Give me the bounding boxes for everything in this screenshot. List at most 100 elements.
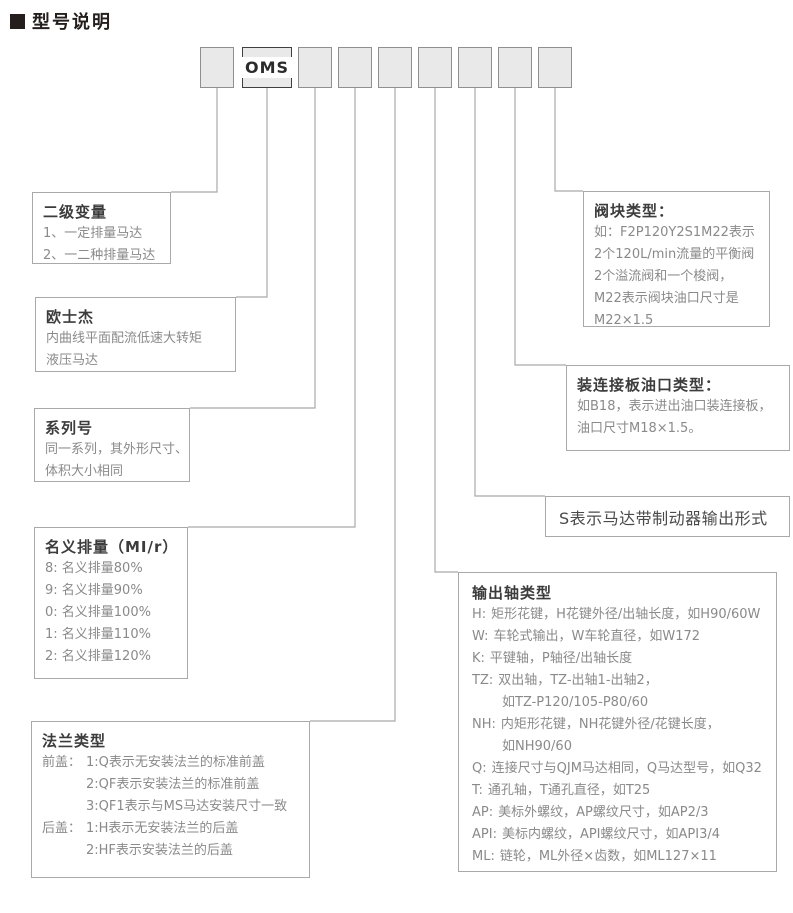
callout-valve-block: 阀块类型： 如：F2P120Y2S1M22表示 2个120L/min流量的平衡阀… xyxy=(583,191,770,328)
line-text: 2:QF表示安装法兰的标准前盖 xyxy=(86,777,260,792)
section-header: 型号说明 xyxy=(10,8,112,34)
line-key: K: xyxy=(472,651,485,666)
text-line: 同一系列，其外形尺寸、 xyxy=(45,442,189,457)
text-line: 2:QF表示安装法兰的标准前盖 xyxy=(42,774,303,796)
line-text: 1:Q表示无安装法兰的标准前盖 xyxy=(86,755,265,770)
text-line: 2: 名义排量120% xyxy=(45,649,151,664)
text-line: API: 美标内螺纹，API螺纹尺寸，如API3/4 xyxy=(472,824,770,846)
line-text: 双出轴，TZ-出轴1-出轴2， xyxy=(498,673,658,688)
callout-title: 装连接板油口类型： xyxy=(577,376,722,394)
line-key: API: xyxy=(472,827,497,842)
line-label: 前盖： xyxy=(42,755,82,770)
text-line: K: 平键轴，P轴径/出轴长度 xyxy=(472,648,770,670)
line-text: 平键轴，P轴径/出轴长度 xyxy=(489,651,633,666)
line-text: 矩形花键，H花键外径/出轴长度，如H90/60W xyxy=(491,607,761,622)
code-box-3 xyxy=(298,47,332,88)
callout-title: 法兰类型 xyxy=(42,732,107,750)
callout-secondary-variable: 二级变量 1、一定排量马达 2、一二种排量马达 xyxy=(32,192,171,264)
code-box-6 xyxy=(418,47,452,88)
line-key: ML: xyxy=(472,849,495,864)
code-box-8 xyxy=(498,47,532,88)
text-line: 后盖： 1:H表示无安装法兰的后盖 xyxy=(42,818,303,840)
line-key: NH: xyxy=(472,717,496,732)
callout-title: 输出轴类型 xyxy=(472,584,553,602)
text-line: 如：F2P120Y2S1M22表示 xyxy=(594,225,755,240)
line-text: 如TZ-P120/105-P80/60 xyxy=(502,695,649,710)
line-text: 链轮，ML外径×齿数，如ML127×11 xyxy=(499,849,717,864)
text-line: 1: 名义排量110% xyxy=(45,627,151,642)
line-text: 车轮式输出，W车轮直径，如W172 xyxy=(493,629,701,644)
text-line: T: 通孔轴，T通孔直径，如T25 xyxy=(472,780,770,802)
text-line: ML: 链轮，ML外径×齿数，如ML127×11 xyxy=(472,846,770,868)
text-line: NH: 内矩形花键，NH花键外径/花键长度， xyxy=(472,714,770,736)
callout-brand: 欧士杰 内曲线平面配流低速大转矩 液压马达 xyxy=(35,297,236,372)
text-line: 油口尺寸M18×1.5。 xyxy=(577,421,702,436)
line-text: 如NH90/60 xyxy=(502,739,572,754)
text-line: 8: 名义排量80% xyxy=(45,561,143,576)
text-line: 3:QF1表示与MS马达安装尺寸一致 xyxy=(42,796,303,818)
text-line: AP: 美标外螺纹，AP螺纹尺寸，如AP2/3 xyxy=(472,802,770,824)
callout-title: 阀块类型： xyxy=(594,202,675,220)
code-box-1 xyxy=(200,47,234,88)
wire-displacement xyxy=(188,88,356,528)
wire-port-plate xyxy=(514,88,566,366)
code-box-7 xyxy=(458,47,492,88)
wire-flange xyxy=(310,88,396,722)
text-line: 体积大小相同 xyxy=(45,464,124,479)
line-text: 3:QF1表示与MS马达安装尺寸一致 xyxy=(86,799,288,814)
text-line: 9: 名义排量90% xyxy=(45,583,143,598)
line-text: 通孔轴，T通孔直径，如T25 xyxy=(487,783,651,798)
line-text: 内矩形花键，NH花键外径/花键长度， xyxy=(500,717,720,732)
wire-brake xyxy=(474,88,545,497)
text-line: W: 车轮式输出，W车轮直径，如W172 xyxy=(472,626,770,648)
text-line: Q: 连接尺寸与QJM马达相同，Q马达型号，如Q32 xyxy=(472,758,770,780)
text-line: 2个溢流阀和一个梭阀， xyxy=(594,269,733,284)
text-line: 内曲线平面配流低速大转矩 xyxy=(46,331,203,346)
line-key: Q: xyxy=(472,761,487,776)
line-text: 1:H表示无安装法兰的后盖 xyxy=(86,821,239,836)
text-line: M22×1.5 xyxy=(594,313,654,328)
section-marker-icon xyxy=(10,13,25,29)
callout-title: 二级变量 xyxy=(43,203,108,221)
text-line: 1、一定排量马达 xyxy=(43,226,143,241)
line-text: 美标内螺纹，API螺纹尺寸，如API3/4 xyxy=(501,827,721,842)
page-title: 型号说明 xyxy=(32,12,112,33)
text-line: 2个120L/min流量的平衡阀 xyxy=(594,247,755,262)
line-label: 后盖： xyxy=(42,821,82,836)
callout-title: 欧士杰 xyxy=(46,308,95,326)
callout-port-plate: 装连接板油口类型： 如B18，表示进出油口装连接板， 油口尺寸M18×1.5。 xyxy=(566,365,790,451)
callout-flange: 法兰类型 前盖：1:Q表示无安装法兰的标准前盖 2:QF表示安装法兰的标准前盖 … xyxy=(31,721,310,878)
text-line: M22表示阀块油口尺寸是 xyxy=(594,291,739,306)
wire-valve-block xyxy=(554,88,583,192)
text-line: 2、一二种排量马达 xyxy=(43,248,156,263)
text-line: TZ: 双出轴，TZ-出轴1-出轴2， xyxy=(472,670,770,692)
line-key: AP: xyxy=(472,805,494,820)
text-line: 如B18，表示进出油口装连接板， xyxy=(577,399,772,414)
callout-output-shaft: 输出轴类型 H: 矩形花键，H花键外径/出轴长度，如H90/60W W: 车轮式输出… xyxy=(458,572,777,872)
code-box-oms: OMS xyxy=(240,47,294,88)
text-line: 前盖： 1:Q表示无安装法兰的标准前盖 xyxy=(42,752,303,774)
line-text: 连接尺寸与QJM马达相同，Q马达型号，如Q32 xyxy=(491,761,762,776)
text-line: 如TZ-P120/105-P80/60 xyxy=(472,692,770,714)
brake-text: S表示马达带制动器输出形式 xyxy=(559,508,768,528)
callout-title: 系列号 xyxy=(45,419,94,437)
code-box-label: OMS xyxy=(240,57,294,78)
line-key: T: xyxy=(472,783,483,798)
line-key: TZ: xyxy=(472,673,494,688)
wire-series xyxy=(190,88,316,409)
code-box-5 xyxy=(378,47,412,88)
callout-displacement: 名义排量（MI/r） 8: 名义排量80% 9: 名义排量90% 0: 名义排量… xyxy=(34,527,188,679)
callout-brake: S表示马达带制动器输出形式 xyxy=(545,496,790,537)
wire-secondary-variable xyxy=(171,88,218,193)
line-key: H: xyxy=(472,607,487,622)
line-text: 美标外螺纹，AP螺纹尺寸，如AP2/3 xyxy=(498,805,709,820)
text-line: 如NH90/60 xyxy=(472,736,770,758)
wire-brand xyxy=(236,88,268,298)
line-key: W: xyxy=(472,629,489,644)
text-line: 2:HF表示安装法兰的后盖 xyxy=(42,840,303,862)
wire-output-shaft xyxy=(434,88,458,573)
line-text: 2:HF表示安装法兰的后盖 xyxy=(86,843,233,858)
text-line: 0: 名义排量100% xyxy=(45,605,151,620)
callout-series: 系列号 同一系列，其外形尺寸、 体积大小相同 xyxy=(34,408,190,482)
